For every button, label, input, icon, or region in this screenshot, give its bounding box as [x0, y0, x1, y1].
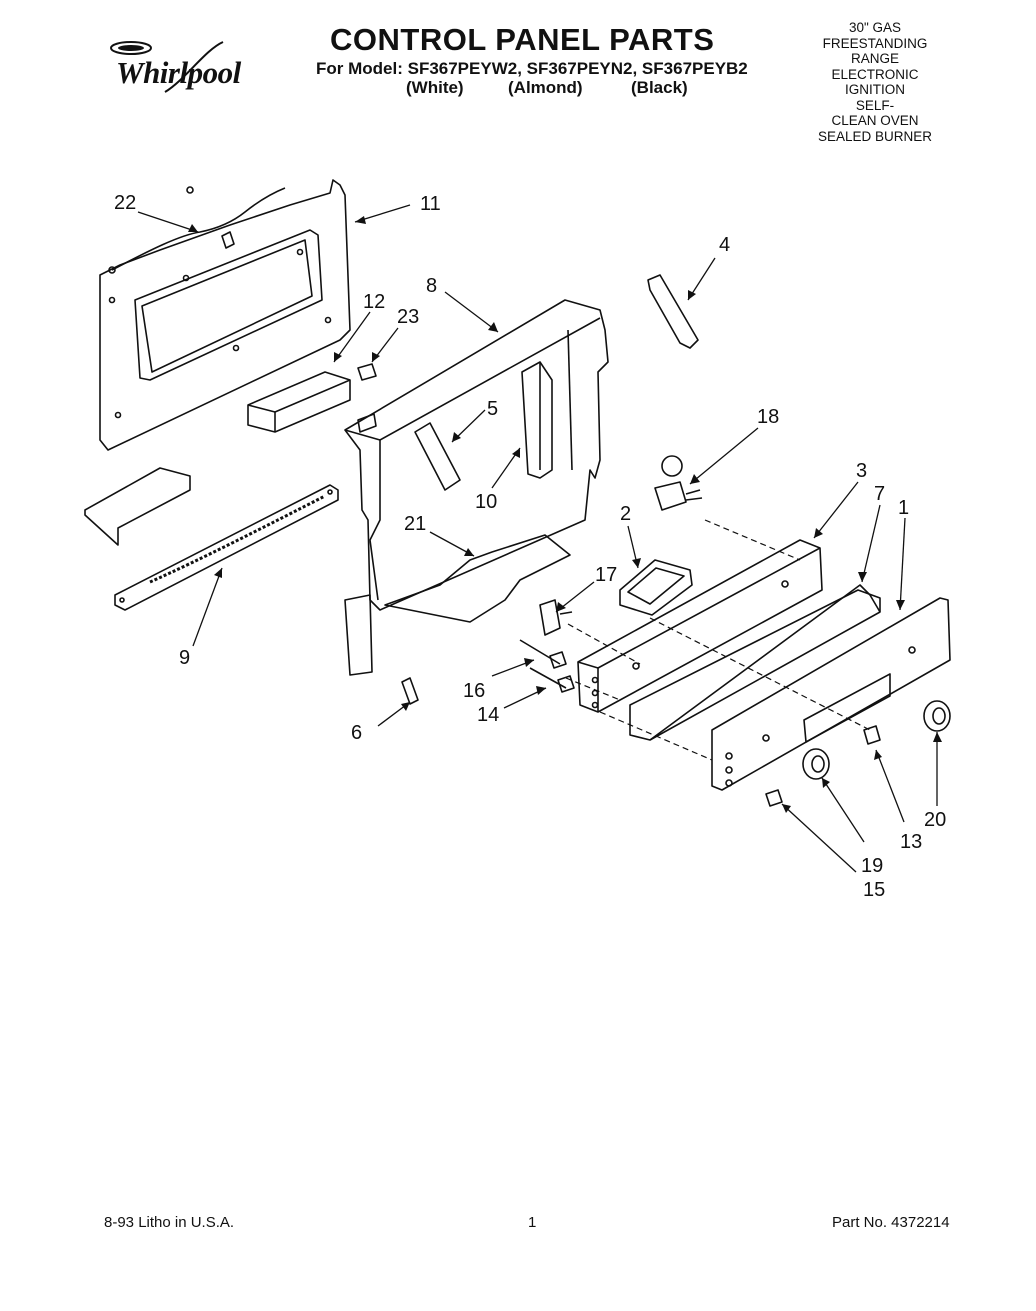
variant-almond: (Almond) — [508, 78, 583, 97]
part-13-button — [863, 725, 881, 745]
callout-9: 9 — [179, 647, 190, 669]
part-9-vent-strip — [84, 467, 339, 611]
spec-line: SELF- — [855, 97, 895, 113]
spec-line: RANGE — [850, 51, 899, 66]
part-10-bracket — [521, 361, 553, 479]
part-3-housing — [577, 539, 881, 741]
callout-18: 18 — [757, 406, 779, 428]
callout-23: 23 — [397, 306, 419, 328]
callout-20: 20 — [924, 809, 946, 831]
spec-line: SEALED BURNER — [817, 128, 933, 144]
footer-print-info: 8-93 Litho in U.S.A. — [104, 1214, 235, 1231]
callout-12: 12 — [363, 291, 385, 313]
callout-4: 4 — [719, 234, 730, 256]
model-line: For Model: SF367PEYW2, SF367PEYN2, SF367… — [316, 59, 748, 78]
callout-2: 2 — [620, 503, 631, 525]
part-1-front-panel — [711, 597, 951, 791]
variant-white: (White) — [406, 78, 464, 97]
callout-7: 7 — [874, 483, 885, 505]
callout-6: 6 — [351, 722, 362, 744]
spec-line: ELECTRONIC — [831, 66, 919, 82]
variant-black: (Black) — [631, 78, 688, 97]
part-17-switch — [539, 599, 573, 636]
part-20-knob — [923, 700, 951, 732]
part-19-knob — [802, 748, 830, 780]
callout-16: 16 — [463, 680, 485, 702]
part-number: Part No. 4372214 — [832, 1214, 950, 1231]
part-8-frame — [344, 299, 609, 676]
assembly-lines — [565, 519, 871, 761]
part-18-switch — [654, 455, 703, 511]
leader-arrowheads — [188, 216, 942, 813]
part-2-clock — [619, 559, 693, 616]
callout-14: 14 — [477, 704, 499, 726]
spec-line: IGNITION — [845, 82, 905, 97]
whirlpool-logo — [110, 41, 224, 93]
part-15-button — [765, 789, 783, 807]
part-22-wire — [108, 186, 286, 274]
callout-19: 19 — [861, 855, 883, 877]
callout-3: 3 — [856, 460, 867, 482]
product-spec: 30" GAS FREESTANDING RANGE ELECTRONIC IG… — [800, 20, 950, 144]
part-11-panel-back — [99, 179, 351, 451]
spec-line: CLEAN OVEN — [831, 113, 919, 128]
part-5-bracket — [414, 422, 461, 491]
callout-5: 5 — [487, 398, 498, 420]
spec-line: 30" GAS — [848, 20, 902, 35]
part-16-14-buttons — [519, 639, 575, 693]
page-number: 1 — [528, 1214, 537, 1231]
callout-8: 8 — [426, 275, 437, 297]
part-4-end-cap — [647, 274, 699, 349]
callout-21: 21 — [404, 513, 426, 535]
callout-11: 11 — [420, 193, 441, 215]
part-12-insulation — [247, 371, 351, 433]
part-6-clip — [401, 677, 419, 705]
spec-line: FREESTANDING — [822, 35, 928, 51]
part-23-clip — [357, 363, 377, 381]
callout-10: 10 — [475, 491, 497, 513]
page-title: CONTROL PANEL PARTS — [330, 22, 715, 57]
callout-1: 1 — [898, 497, 909, 519]
callout-13: 13 — [900, 831, 922, 853]
callout-22: 22 — [114, 192, 136, 214]
brand-name: Whirlpool — [116, 55, 241, 90]
callout-17: 17 — [595, 564, 617, 586]
callout-15: 15 — [863, 879, 885, 901]
part-21-heat-shield — [384, 534, 571, 623]
part-7-trim — [649, 584, 881, 741]
